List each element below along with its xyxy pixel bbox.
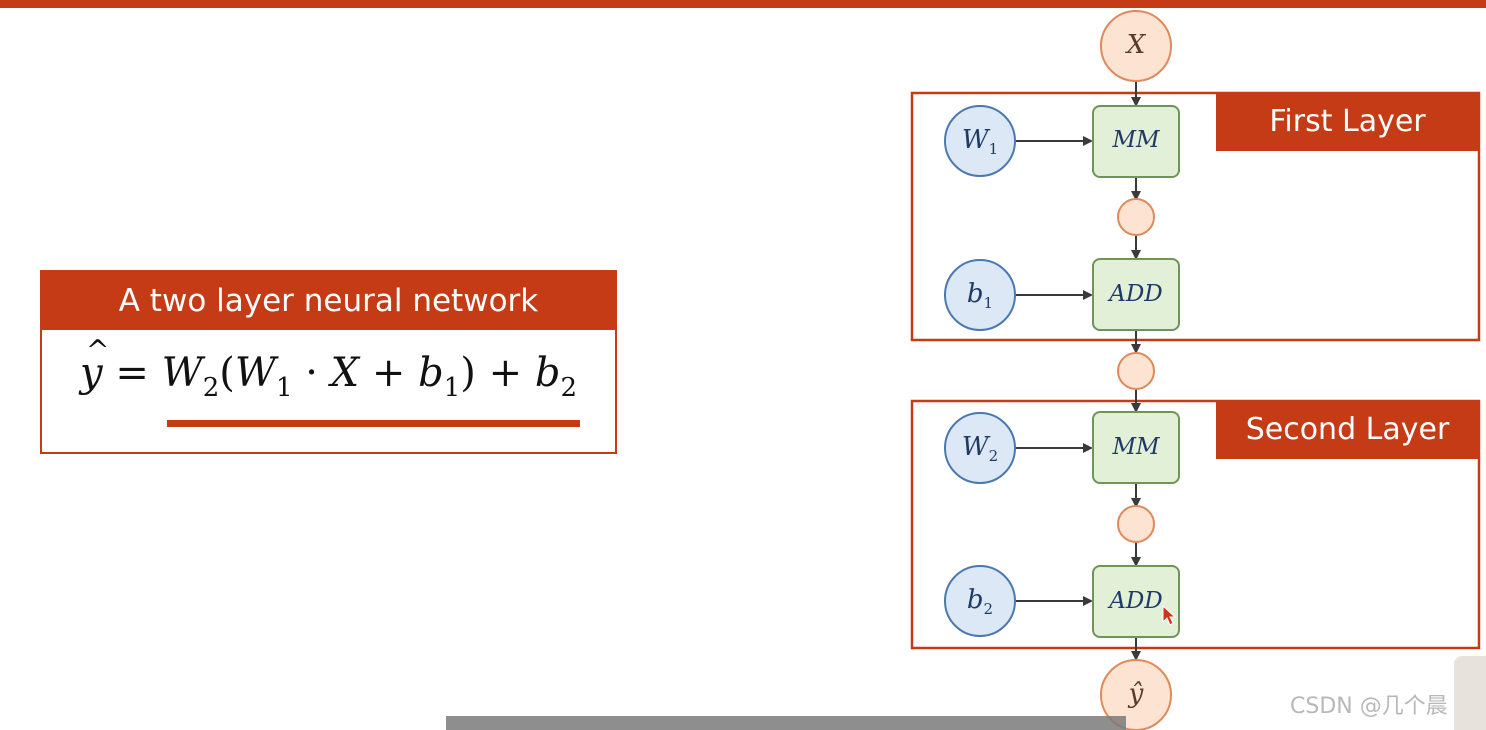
- mm2-label: MM: [1112, 434, 1160, 460]
- param-node-w2: [944, 412, 1016, 484]
- output-node-label: ŷ: [1128, 679, 1144, 709]
- formula-panel: A two layer neural network y^ = W2(W1 · …: [40, 270, 617, 454]
- corner-thumbnail: [1454, 656, 1486, 730]
- input-node-label: X: [1126, 30, 1146, 60]
- formula-panel-title: A two layer neural network: [42, 272, 615, 330]
- first-layer-label: First Layer: [1216, 93, 1479, 151]
- b2-label: b2: [945, 585, 1015, 618]
- second-layer-frame: [910, 399, 1481, 650]
- b2-sub: 2: [983, 600, 994, 618]
- video-subtitle-strip: [446, 716, 1126, 730]
- add2-label: ADD: [1109, 588, 1163, 614]
- hidden-node-2: [1117, 352, 1155, 390]
- w2-label: W2: [945, 432, 1015, 465]
- output-node-yhat: [1100, 659, 1172, 730]
- b1-label: b1: [945, 279, 1015, 312]
- watermark: CSDN @几个晨: [1290, 694, 1448, 719]
- b2-base: b: [966, 585, 984, 615]
- b1-sub: 1: [983, 294, 994, 312]
- second-layer-label: Second Layer: [1216, 401, 1479, 459]
- top-accent-bar: [0, 0, 1486, 8]
- w2-base: W: [961, 432, 989, 462]
- hidden-node-1: [1117, 198, 1155, 236]
- mouse-cursor-icon: [1162, 604, 1177, 626]
- param-node-b1: [944, 259, 1016, 331]
- formula-equation: y^ = W2(W1 · X + b1) + b2: [80, 334, 577, 403]
- add1-label: ADD: [1109, 281, 1163, 307]
- op-box-add1: [1092, 258, 1180, 331]
- mm1-label: MM: [1112, 127, 1160, 153]
- op-box-mm2: [1092, 411, 1180, 484]
- b1-base: b: [966, 279, 984, 309]
- w2-sub: 2: [988, 447, 999, 465]
- hidden-node-3: [1117, 505, 1155, 543]
- op-box-add2: [1092, 565, 1180, 638]
- param-node-w1: [944, 105, 1016, 177]
- input-node-x: [1100, 10, 1172, 82]
- op-box-mm1: [1092, 105, 1180, 178]
- first-layer-frame: [910, 91, 1481, 342]
- w1-sub: 1: [988, 140, 999, 158]
- w1-base: W: [961, 125, 989, 155]
- param-node-b2: [944, 565, 1016, 637]
- w1-label: W1: [945, 125, 1015, 158]
- formula-highlight-underline: [167, 420, 580, 427]
